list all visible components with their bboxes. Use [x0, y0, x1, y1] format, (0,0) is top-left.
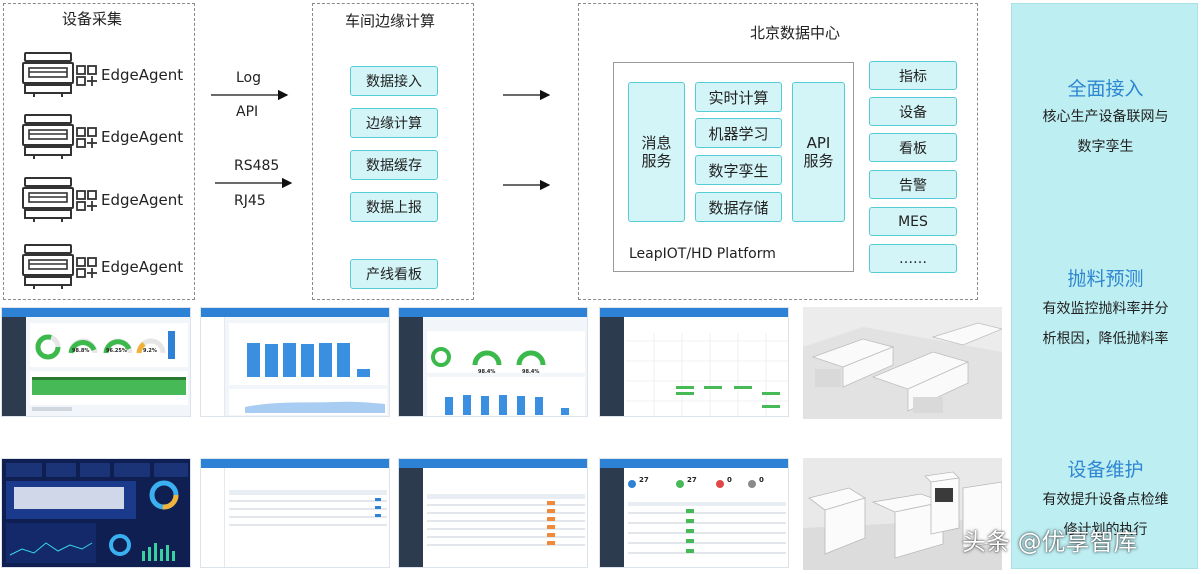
edge-item-data-cache: 数据缓存 — [350, 150, 438, 180]
thumb-titlebar — [201, 459, 389, 468]
thumb-table-graphic — [229, 490, 387, 526]
edge-item-data-report: 数据上报 — [350, 192, 438, 222]
feature-desc-prediction-1: 有效监控抛料率并分 — [1042, 301, 1169, 317]
thumb-sidebar — [600, 317, 624, 416]
output-mes: MES — [869, 207, 957, 236]
edge-agent-row: EdgeAgent — [22, 176, 192, 222]
thumb-schedule-grid — [599, 307, 789, 417]
protocol-log: Log — [236, 70, 262, 86]
edge-agent-row: EdgeAgent — [22, 51, 192, 97]
edge-item-edge-compute: 边缘计算 — [350, 108, 438, 138]
digital-twin-box: 数字孪生 — [695, 155, 782, 185]
edge-title: 车间边缘计算 — [345, 12, 436, 30]
thumb-bar-report — [200, 307, 390, 417]
thumb-titlebar — [600, 308, 788, 317]
output-more: …… — [869, 244, 957, 273]
platform-name: LeapIOT/HD Platform — [629, 246, 776, 262]
output-alarm: 告警 — [869, 170, 957, 199]
thumb-table2-graphic — [427, 494, 585, 546]
thumb-stats-graphic — [628, 480, 786, 554]
thumb-sidebar — [201, 468, 225, 567]
thumb-bar-graphic — [229, 323, 387, 415]
thumb-oee-graphic — [30, 323, 188, 411]
qr-plus-icon — [76, 65, 97, 86]
stat-value-3: 0 — [727, 476, 732, 484]
collection-title: 设备采集 — [62, 10, 123, 28]
protocol-rj45: RJ45 — [234, 193, 266, 209]
thumb-gauge-report: 98.4% 98.4% — [398, 307, 588, 417]
thumb-titlebar — [600, 459, 788, 468]
gauge-value-2: 96.25% — [106, 348, 127, 354]
protocol-api: API — [236, 104, 259, 120]
output-dashboard: 看板 — [869, 133, 957, 162]
gauge-value-3: 9.2% — [143, 348, 157, 354]
thumb-bigscreen — [1, 458, 191, 568]
gauge-value-1: 98.8% — [72, 348, 90, 354]
thumb-bigscreen-graphic — [2, 459, 190, 567]
thumb-gauge-graphic — [427, 331, 585, 416]
feature-title-maintenance: 设备维护 — [1067, 459, 1144, 481]
thumb-sidebar — [399, 317, 423, 416]
output-devices: 设备 — [869, 97, 957, 126]
feature-desc-maintenance-2: 修计划的执行 — [1063, 522, 1148, 538]
gauge-value-5: 98.4% — [522, 369, 540, 375]
smt-machine-icon — [22, 114, 74, 159]
data-storage-box: 数据存储 — [695, 192, 782, 222]
qr-plus-icon — [76, 257, 97, 278]
feature-title-prediction: 抛料预测 — [1067, 268, 1144, 290]
thumb-sidebar — [2, 317, 26, 416]
thumb-table-2 — [398, 458, 588, 568]
output-metrics: 指标 — [869, 61, 957, 90]
feature-desc-prediction-2: 析根因，降低抛料率 — [1042, 331, 1169, 347]
thumb-titlebar — [2, 308, 190, 317]
edge-item-data-access: 数据接入 — [350, 66, 438, 96]
thumb-titlebar — [399, 308, 587, 317]
thumb-oee-dashboard: 98.8% 96.25% 9.2% — [1, 307, 191, 417]
stat-value-4: 0 — [759, 476, 764, 484]
stat-value-1: 27 — [639, 476, 649, 484]
feature-title-access: 全面接入 — [1067, 78, 1144, 100]
factory-render-2-graphic — [803, 458, 1002, 570]
thumb-schedule-graphic — [626, 333, 788, 416]
thumb-titlebar — [399, 459, 587, 468]
realtime-compute-box: 实时计算 — [695, 82, 782, 112]
thumb-table-1 — [200, 458, 390, 568]
qr-plus-icon — [76, 190, 97, 211]
edge-agent-row: EdgeAgent — [22, 243, 192, 289]
protocol-rs485: RS485 — [234, 158, 280, 174]
feature-desc-access-1: 核心生产设备联网与 — [1042, 109, 1169, 125]
edge-agent-label: EdgeAgent — [101, 66, 184, 84]
machine-learning-box: 机器学习 — [695, 118, 782, 148]
gauge-value-4: 98.4% — [478, 369, 496, 375]
edge-item-line-board: 产线看板 — [350, 259, 438, 289]
factory-render-1 — [803, 307, 1002, 419]
edge-agent-label: EdgeAgent — [101, 191, 184, 209]
edge-agent-row: EdgeAgent — [22, 113, 192, 159]
feature-desc-maintenance-1: 有效提升设备点检维 — [1042, 492, 1169, 508]
datacenter-title: 北京数据中心 — [750, 24, 841, 42]
smt-machine-icon — [22, 244, 74, 289]
factory-render-2 — [803, 458, 1002, 570]
message-service-label: 消息服务 — [641, 134, 672, 170]
thumb-titlebar — [201, 308, 389, 317]
watermark: 头条 @优享智库 — [962, 528, 1138, 556]
smt-machine-icon — [22, 177, 74, 222]
thumb-sidebar — [600, 468, 624, 567]
feature-desc-access-2: 数字孪生 — [1077, 139, 1134, 155]
qr-plus-icon — [76, 127, 97, 148]
thumb-sidebar — [399, 468, 423, 567]
message-service-box: 消息服务 — [628, 82, 685, 222]
feature-panel: 全面接入 核心生产设备联网与 数字孪生 抛料预测 有效监控抛料率并分 析根因，降… — [1011, 3, 1198, 569]
stat-value-2: 27 — [687, 476, 697, 484]
thumb-sidebar — [201, 317, 225, 416]
edge-agent-label: EdgeAgent — [101, 128, 184, 146]
thumb-stats-table: 27 27 0 0 — [599, 458, 789, 568]
smt-machine-icon — [22, 52, 74, 97]
factory-render-1-graphic — [803, 307, 1002, 419]
edge-agent-label: EdgeAgent — [101, 258, 184, 276]
